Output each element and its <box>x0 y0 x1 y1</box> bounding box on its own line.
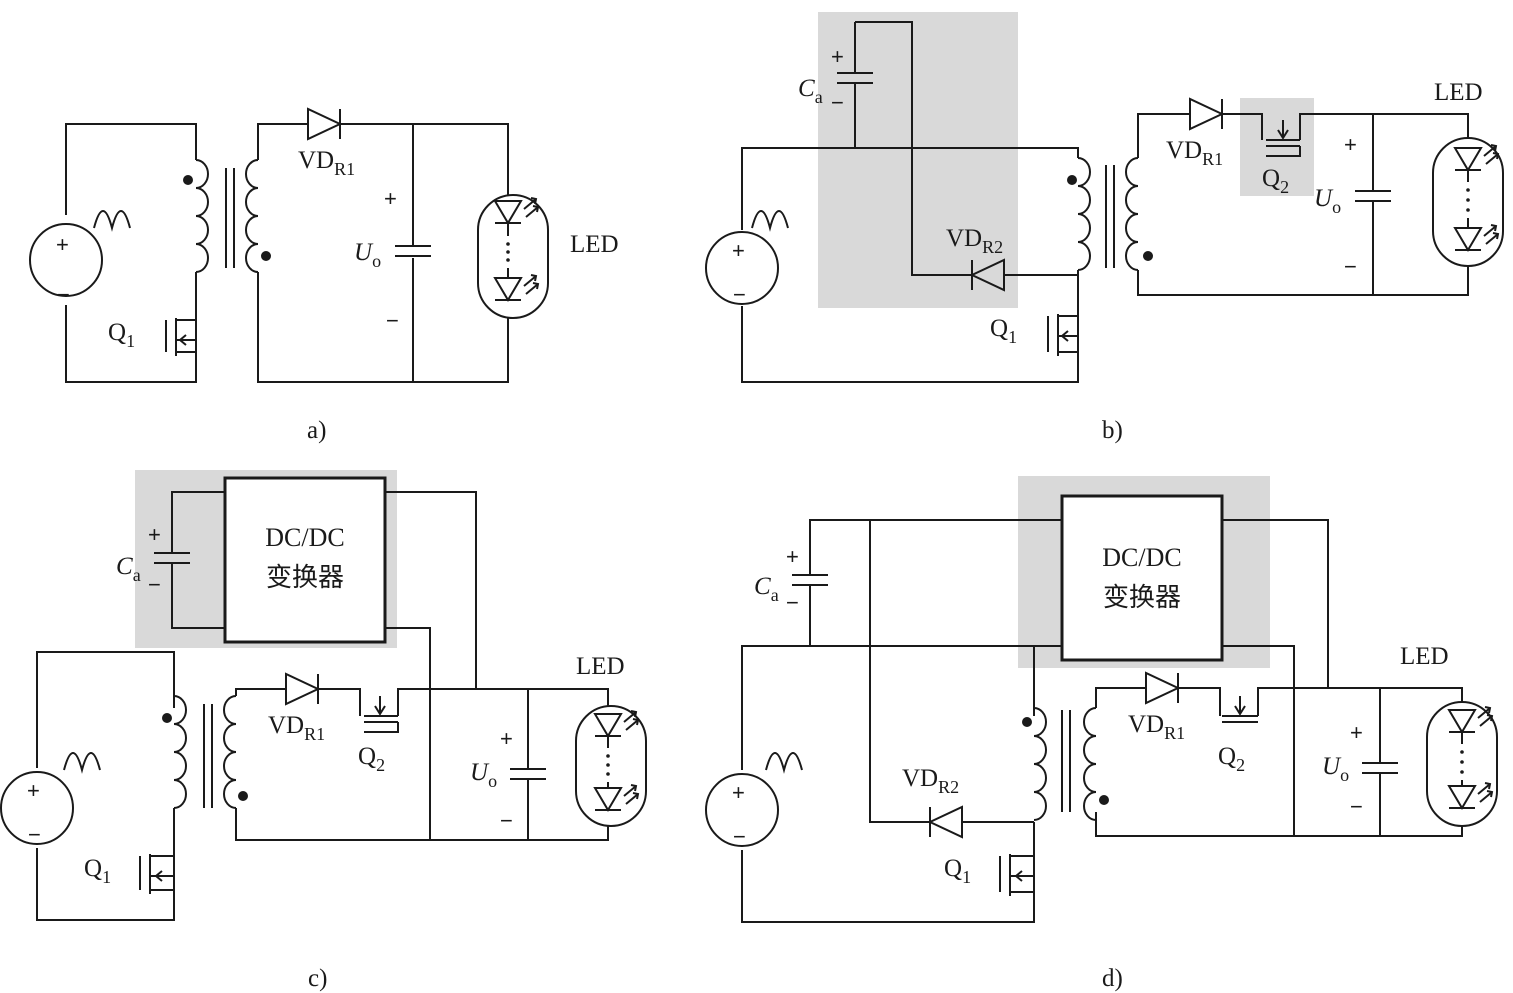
q1-label: Q1 <box>944 855 971 887</box>
svg-text:+: + <box>27 778 40 803</box>
svg-text:+: + <box>500 726 513 751</box>
svg-text:−: − <box>733 824 746 849</box>
uo-label: Uo <box>1322 753 1349 785</box>
diode-vdr1-icon <box>307 108 341 140</box>
primary-winding-icon <box>173 695 187 809</box>
uo-label: Uo <box>354 239 381 271</box>
q2-label: Q2 <box>1218 743 1245 775</box>
svg-text:−: − <box>500 808 513 833</box>
output-capacitor-icon <box>509 768 547 780</box>
vdr1-label: VDR1 <box>298 147 355 179</box>
svg-text:−: − <box>733 282 746 307</box>
secondary-winding-icon <box>1083 707 1097 821</box>
svg-text:−: − <box>148 572 161 597</box>
led-label: LED <box>570 231 619 258</box>
ca-minus-sign: − <box>831 90 844 115</box>
panel-b: + − Ca VDR2 + − Q1 VDR1 Q2 + − Uo LED <box>705 12 1504 444</box>
caption-d: d) <box>1102 965 1123 992</box>
secondary-winding-icon <box>1125 157 1139 271</box>
vdr1-label: VDR1 <box>1166 137 1223 169</box>
led-label: LED <box>1434 79 1483 106</box>
dcdc-label: DC/DC <box>1102 543 1181 572</box>
panel-a: + − Q1 VDR1 + − Uo LED a) <box>29 108 619 444</box>
q2-label: Q2 <box>1262 165 1289 197</box>
dcdc-label: DC/DC <box>265 523 344 552</box>
dcdc-converter-box <box>1060 494 1224 662</box>
ca-label: Ca <box>798 75 823 107</box>
uo-minus-sign: − <box>386 308 399 333</box>
led-string-icon <box>1432 137 1504 267</box>
primary-winding-icon <box>1033 707 1047 821</box>
uo-label: Uo <box>1314 185 1341 217</box>
diode-vdr1-icon <box>1145 672 1179 704</box>
output-capacitor-icon <box>394 245 432 257</box>
diode-vdr1-icon <box>1189 98 1223 130</box>
primary-dot-icon <box>183 175 193 185</box>
ca-label: Ca <box>754 573 779 605</box>
vdr2-label: VDR2 <box>946 225 1003 257</box>
q2-label: Q2 <box>358 743 385 775</box>
dcdc-converter-box <box>223 476 387 644</box>
mosfet-q1-icon <box>165 300 197 382</box>
caption-c: c) <box>308 965 327 992</box>
mosfet-q2-icon <box>359 696 399 733</box>
primary-winding-icon <box>1077 157 1091 271</box>
dcdc-label-cn: 变换器 <box>1103 583 1181 612</box>
q1-label: Q1 <box>990 315 1017 347</box>
uo-label: Uo <box>470 759 497 791</box>
ca-label: Ca <box>116 553 141 585</box>
vdr1-label: VDR1 <box>268 712 325 744</box>
vdr1-label: VDR1 <box>1128 711 1185 743</box>
source-plus-sign: + <box>56 232 69 257</box>
caption-a: a) <box>307 417 326 444</box>
sine-wave-icon <box>93 210 131 232</box>
svg-text:−: − <box>1350 794 1363 819</box>
svg-text:+: + <box>732 238 745 263</box>
diode-vdr1-icon <box>285 673 319 705</box>
vdr2-label: VDR2 <box>902 765 959 797</box>
output-capacitor-icon <box>1361 762 1399 774</box>
mosfet-q1-icon <box>999 854 1034 896</box>
output-capacitor-icon <box>1354 190 1392 202</box>
q1-label: Q1 <box>84 855 111 887</box>
primary-loop-wire <box>65 123 197 383</box>
ca-plus-sign: + <box>831 44 844 69</box>
svg-text:+: + <box>732 780 745 805</box>
svg-text:+: + <box>148 522 161 547</box>
panel-c: DC/DC 变换器 + − Ca + − Q1 VDR1 Q2 + − Uo <box>0 470 647 992</box>
svg-text:−: − <box>786 590 799 615</box>
led-label: LED <box>1400 643 1449 670</box>
secondary-loop-wire <box>257 123 509 383</box>
led-label: LED <box>576 653 625 680</box>
svg-text:+: + <box>1344 132 1357 157</box>
uo-plus-sign: + <box>384 186 397 211</box>
svg-text:+: + <box>786 544 799 569</box>
mosfet-q2-icon <box>1261 120 1301 157</box>
diode-vdr2-icon <box>929 806 963 838</box>
q1-label: Q1 <box>108 319 135 351</box>
secondary-winding-icon <box>245 159 259 273</box>
panel-d: DC/DC 变换器 + − Ca VDR2 + − Q1 VDR1 Q2 + −… <box>705 476 1498 992</box>
primary-winding-icon <box>195 159 209 273</box>
mosfet-q2-icon <box>1219 696 1259 723</box>
caption-b: b) <box>1102 417 1123 444</box>
mosfet-q1-icon <box>1047 314 1078 356</box>
mosfet-q1-icon <box>139 854 174 894</box>
ca-capacitor-icon <box>791 574 829 586</box>
svg-text:−: − <box>28 822 41 847</box>
source-minus-sign: − <box>57 282 70 307</box>
shaded-region-ca <box>818 12 1018 308</box>
svg-text:+: + <box>1350 720 1363 745</box>
led-string-icon <box>575 705 647 827</box>
led-string-icon <box>1426 701 1498 827</box>
secondary-dot-icon <box>261 251 271 261</box>
secondary-winding-icon <box>223 695 237 809</box>
led-string-icon <box>477 194 549 319</box>
dcdc-label-cn: 变换器 <box>266 563 344 592</box>
svg-text:−: − <box>1344 254 1357 279</box>
